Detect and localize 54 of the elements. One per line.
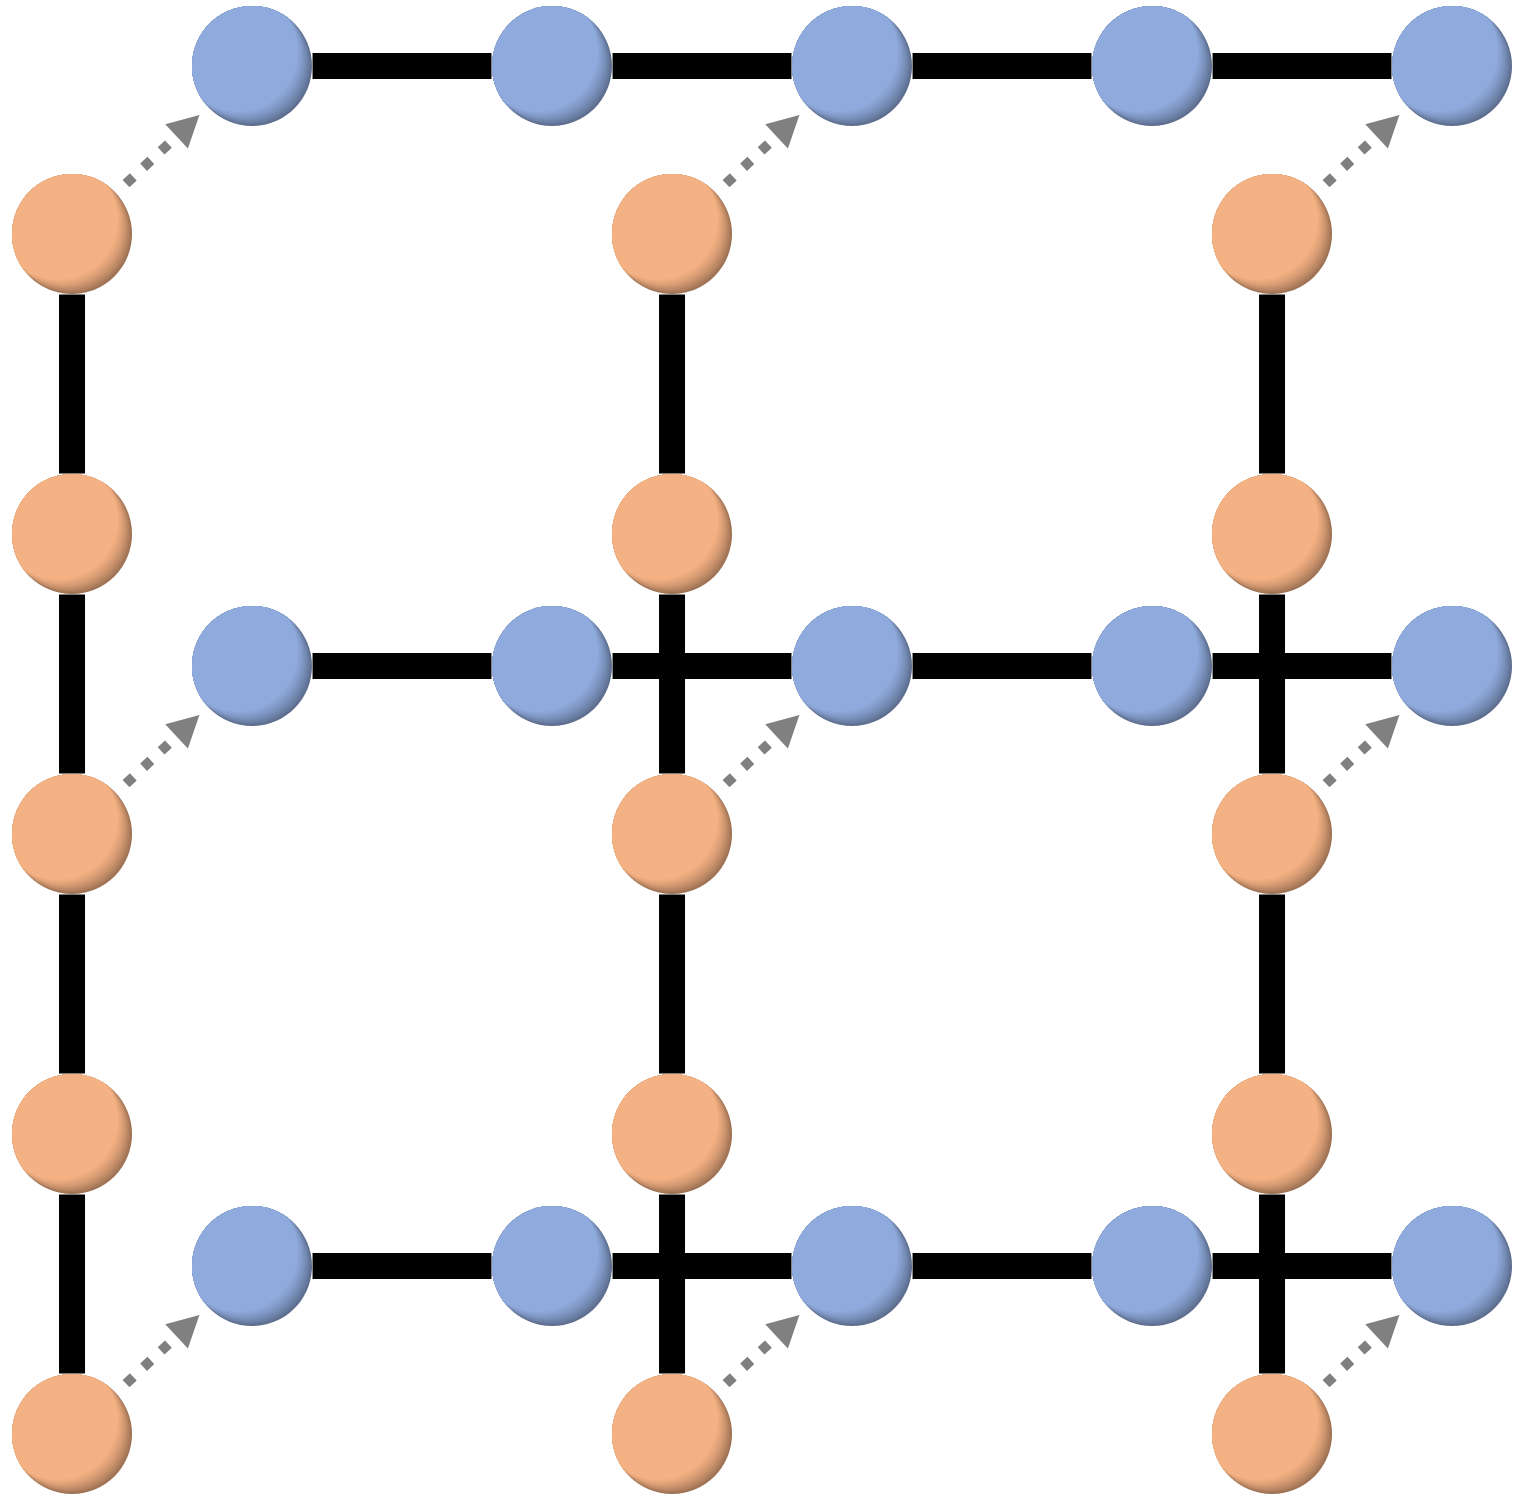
connector-line — [659, 294, 685, 474]
circle-node — [12, 474, 132, 594]
circle-node — [1212, 774, 1332, 894]
connector-line — [659, 1194, 685, 1374]
connector-line — [912, 53, 1092, 79]
connector-line — [659, 594, 685, 774]
circle-node — [192, 606, 312, 726]
circle-node — [192, 1206, 312, 1326]
circle-node — [612, 774, 732, 894]
connector-line — [1212, 53, 1392, 79]
circle-node — [1392, 606, 1512, 726]
connector-line — [312, 53, 492, 79]
circle-node — [12, 1374, 132, 1494]
connector-line — [612, 1253, 792, 1279]
connector-line — [659, 894, 685, 1074]
connector-line — [59, 294, 85, 474]
connector-line — [312, 653, 492, 679]
circle-node — [612, 1074, 732, 1194]
circle-node — [792, 6, 912, 126]
circle-node — [612, 174, 732, 294]
circle-node — [1392, 1206, 1512, 1326]
connector-line — [59, 1194, 85, 1374]
circle-node — [1392, 6, 1512, 126]
circle-node — [1212, 1374, 1332, 1494]
circle-node — [492, 6, 612, 126]
circle-node — [1092, 606, 1212, 726]
connector-line — [1212, 653, 1392, 679]
circle-node — [612, 1374, 732, 1494]
connector-line — [1259, 594, 1285, 774]
circle-node — [12, 174, 132, 294]
circle-node — [492, 1206, 612, 1326]
connector-line — [312, 1253, 492, 1279]
circle-node — [612, 474, 732, 594]
connector-line — [612, 653, 792, 679]
circle-node — [1212, 474, 1332, 594]
connector-line — [1259, 1194, 1285, 1374]
circle-node — [1092, 6, 1212, 126]
connector-line — [912, 653, 1092, 679]
circle-node — [12, 774, 132, 894]
circle-node — [792, 1206, 912, 1326]
connector-line — [1259, 894, 1285, 1074]
connector-line — [1259, 294, 1285, 474]
connector-line — [612, 53, 792, 79]
connector-line — [1212, 1253, 1392, 1279]
circle-node — [1092, 1206, 1212, 1326]
connector-line — [59, 894, 85, 1074]
circle-node — [12, 1074, 132, 1194]
circle-node — [192, 6, 312, 126]
circle-node — [492, 606, 612, 726]
connector-line — [912, 1253, 1092, 1279]
circle-node — [792, 606, 912, 726]
connector-line — [59, 594, 85, 774]
circle-node — [1212, 1074, 1332, 1194]
circle-node — [1212, 174, 1332, 294]
